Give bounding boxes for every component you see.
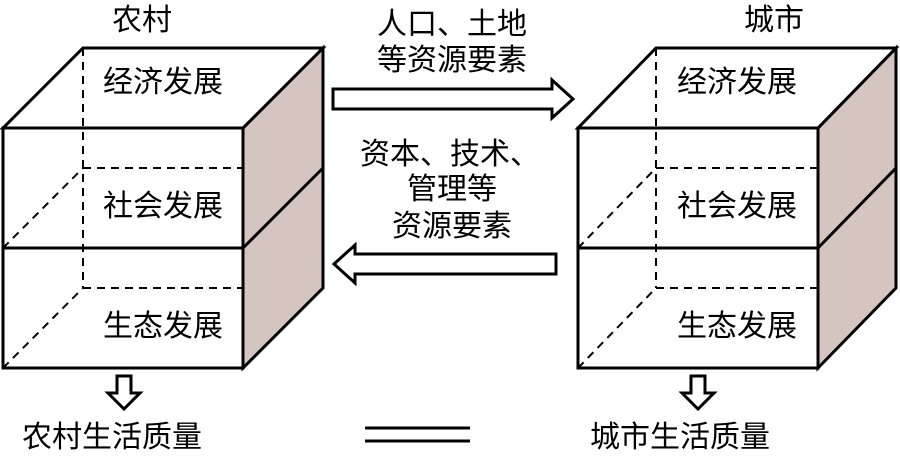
flow-to-rural-line-1: 资本、技术、 xyxy=(360,137,540,172)
left-arrow-icon xyxy=(331,241,558,287)
rural-title: 农村 xyxy=(112,3,172,38)
right-arrow-icon xyxy=(331,76,576,122)
urban-quality: 城市生活质量 xyxy=(590,420,770,455)
rural-layer-economic: 经济发展 xyxy=(103,65,223,100)
urban-cube: 城市 经济发展 社会发展 生态发展 xyxy=(574,3,900,372)
rural-layer-ecological: 生态发展 xyxy=(103,309,223,344)
rural-down-arrow-icon xyxy=(104,374,144,412)
equal-sign-icon xyxy=(365,426,470,443)
urban-layer-ecological: 生态发展 xyxy=(677,309,797,344)
urban-layer-divider-1 xyxy=(816,166,898,250)
flow-to-rural-line-2: 管理等 xyxy=(407,172,497,207)
flow-to-rural-line-3: 资源要素 xyxy=(392,209,512,244)
urban-layer-economic: 经济发展 xyxy=(677,65,797,100)
rural-quality: 农村生活质量 xyxy=(22,420,202,455)
rural-layer-social: 社会发展 xyxy=(103,189,223,224)
flow-to-urban-line-1: 人口、土地 xyxy=(377,7,527,42)
rural-cube: 农村 经济发展 社会发展 生态发展 xyxy=(0,3,327,372)
urban-down-arrow-icon xyxy=(678,374,718,412)
urban-title: 城市 xyxy=(744,3,804,38)
urban-layer-social: 社会发展 xyxy=(677,189,797,224)
rural-layer-divider-1 xyxy=(241,166,325,250)
urban-cube-top-face xyxy=(574,46,900,130)
flow-to-urban-line-2: 等资源要素 xyxy=(377,43,527,78)
